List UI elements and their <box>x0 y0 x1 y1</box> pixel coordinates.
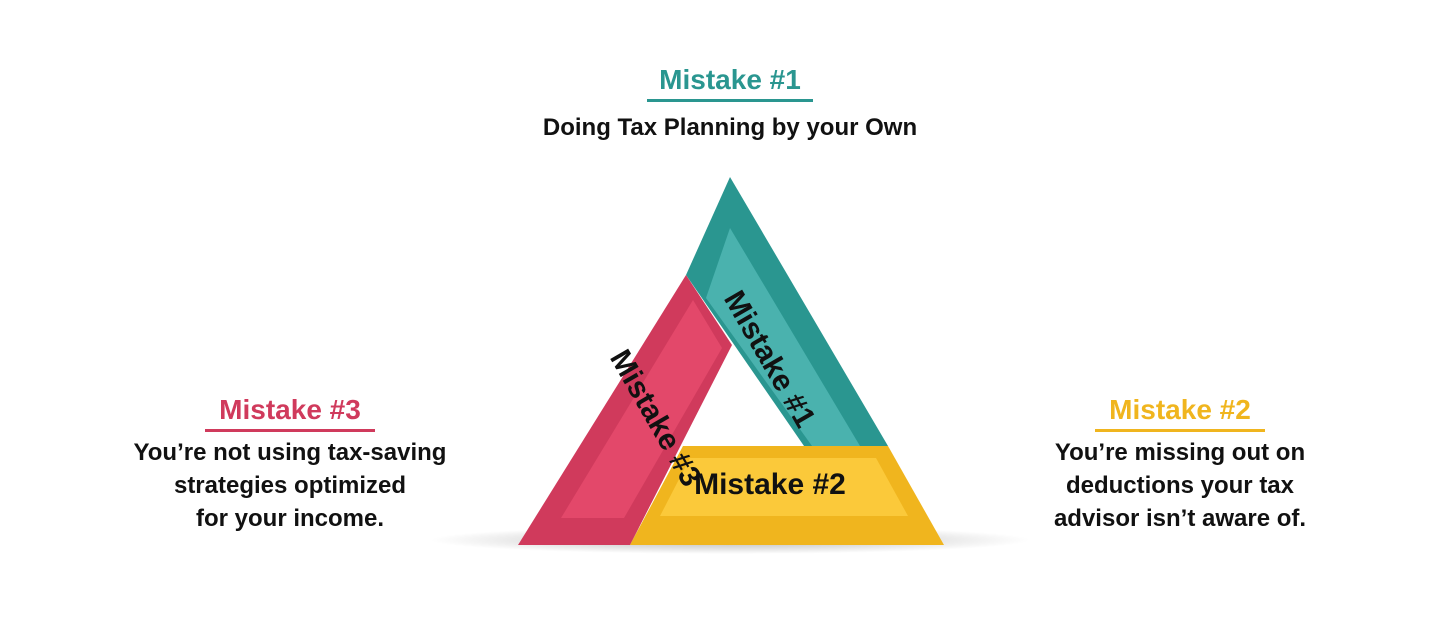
mistake-1-heading: Mistake #1 <box>647 66 813 102</box>
mistake-3-description-line: You’re not using tax-saving <box>133 439 447 466</box>
callout-mistake-1: Mistake #1 Doing Tax Planning by your Ow… <box>520 66 940 144</box>
mistake-2-description-line: deductions your tax <box>1065 472 1295 499</box>
mistake-2-description: You’re missing out on deductions your ta… <box>1020 436 1340 535</box>
segment-mistake-1-inner <box>706 228 860 446</box>
segment-mistake-2-inner <box>660 458 908 516</box>
mistake-3-description: You’re not using tax-saving strategies o… <box>110 436 470 535</box>
mistake-1-description-line: Doing Tax Planning by your Own <box>542 114 918 141</box>
segment-mistake-3-inner <box>561 300 722 518</box>
mistake-2-description-line: You’re missing out on <box>1054 439 1306 466</box>
mistake-3-heading: Mistake #3 <box>205 396 375 432</box>
mistake-3-description-line: strategies optimized <box>173 472 407 499</box>
mistake-2-heading: Mistake #2 <box>1095 396 1265 432</box>
callout-mistake-2: Mistake #2 You’re missing out on deducti… <box>1020 396 1340 535</box>
mistake-3-description-line: for your income. <box>195 505 385 532</box>
mistake-2-description-line: advisor isn’t aware of. <box>1053 505 1307 532</box>
segment-label-mistake-2: Mistake #2 <box>694 468 846 501</box>
callout-mistake-3: Mistake #3 You’re not using tax-saving s… <box>110 396 470 535</box>
mistake-1-description: Doing Tax Planning by your Own <box>520 111 940 144</box>
